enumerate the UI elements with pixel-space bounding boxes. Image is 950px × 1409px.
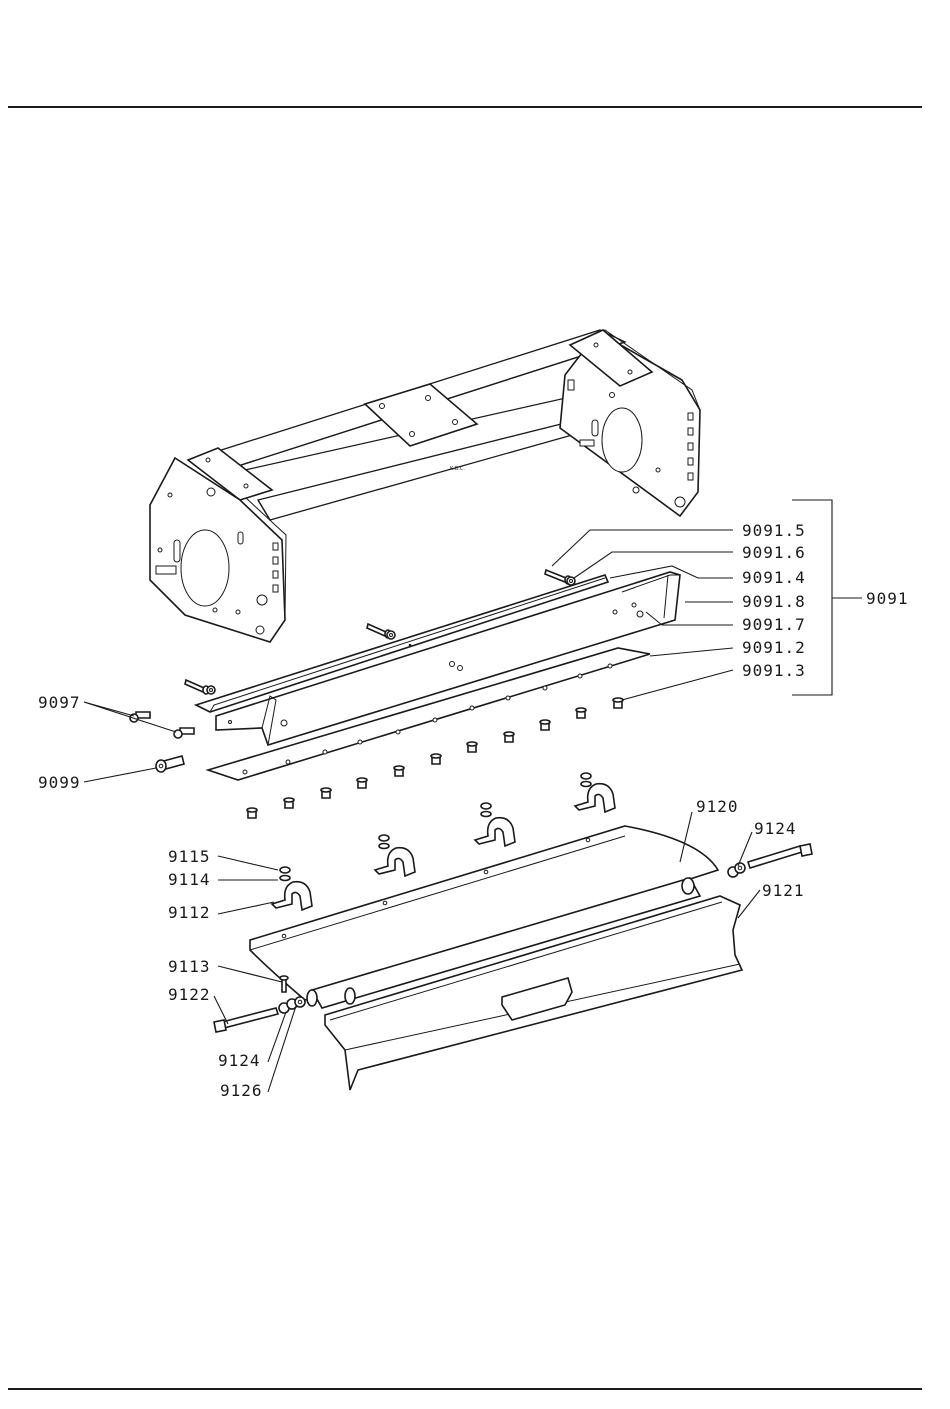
frame-marking: K.B.C. <box>450 466 465 472</box>
cover-assembly <box>214 773 812 1090</box>
callout-9097: 9097 <box>38 693 81 712</box>
callout-9091-5: 9091.5 <box>742 521 806 540</box>
callout-9091-3: 9091.3 <box>742 661 806 680</box>
callout-9091-8: 9091.8 <box>742 592 806 611</box>
callout-9115: 9115 <box>168 847 211 866</box>
callout-9126: 9126 <box>220 1081 263 1100</box>
callout-9124-right: 9124 <box>754 819 797 838</box>
callout-9091-7: 9091.7 <box>742 615 806 634</box>
callout-9121: 9121 <box>762 881 805 900</box>
callout-9091-group: 9091 <box>866 589 909 608</box>
callout-9091-2: 9091.2 <box>742 638 806 657</box>
callout-9091-4: 9091.4 <box>742 568 806 587</box>
callout-9120: 9120 <box>696 797 739 816</box>
callout-9099: 9099 <box>38 773 81 792</box>
callout-9091-6: 9091.6 <box>742 543 806 562</box>
pins-9097 <box>130 712 194 772</box>
callout-9112: 9112 <box>168 903 211 922</box>
callout-9113: 9113 <box>168 957 211 976</box>
callout-9122: 9122 <box>168 985 211 1004</box>
callout-9114: 9114 <box>168 870 211 889</box>
callout-9124-left: 9124 <box>218 1051 261 1070</box>
